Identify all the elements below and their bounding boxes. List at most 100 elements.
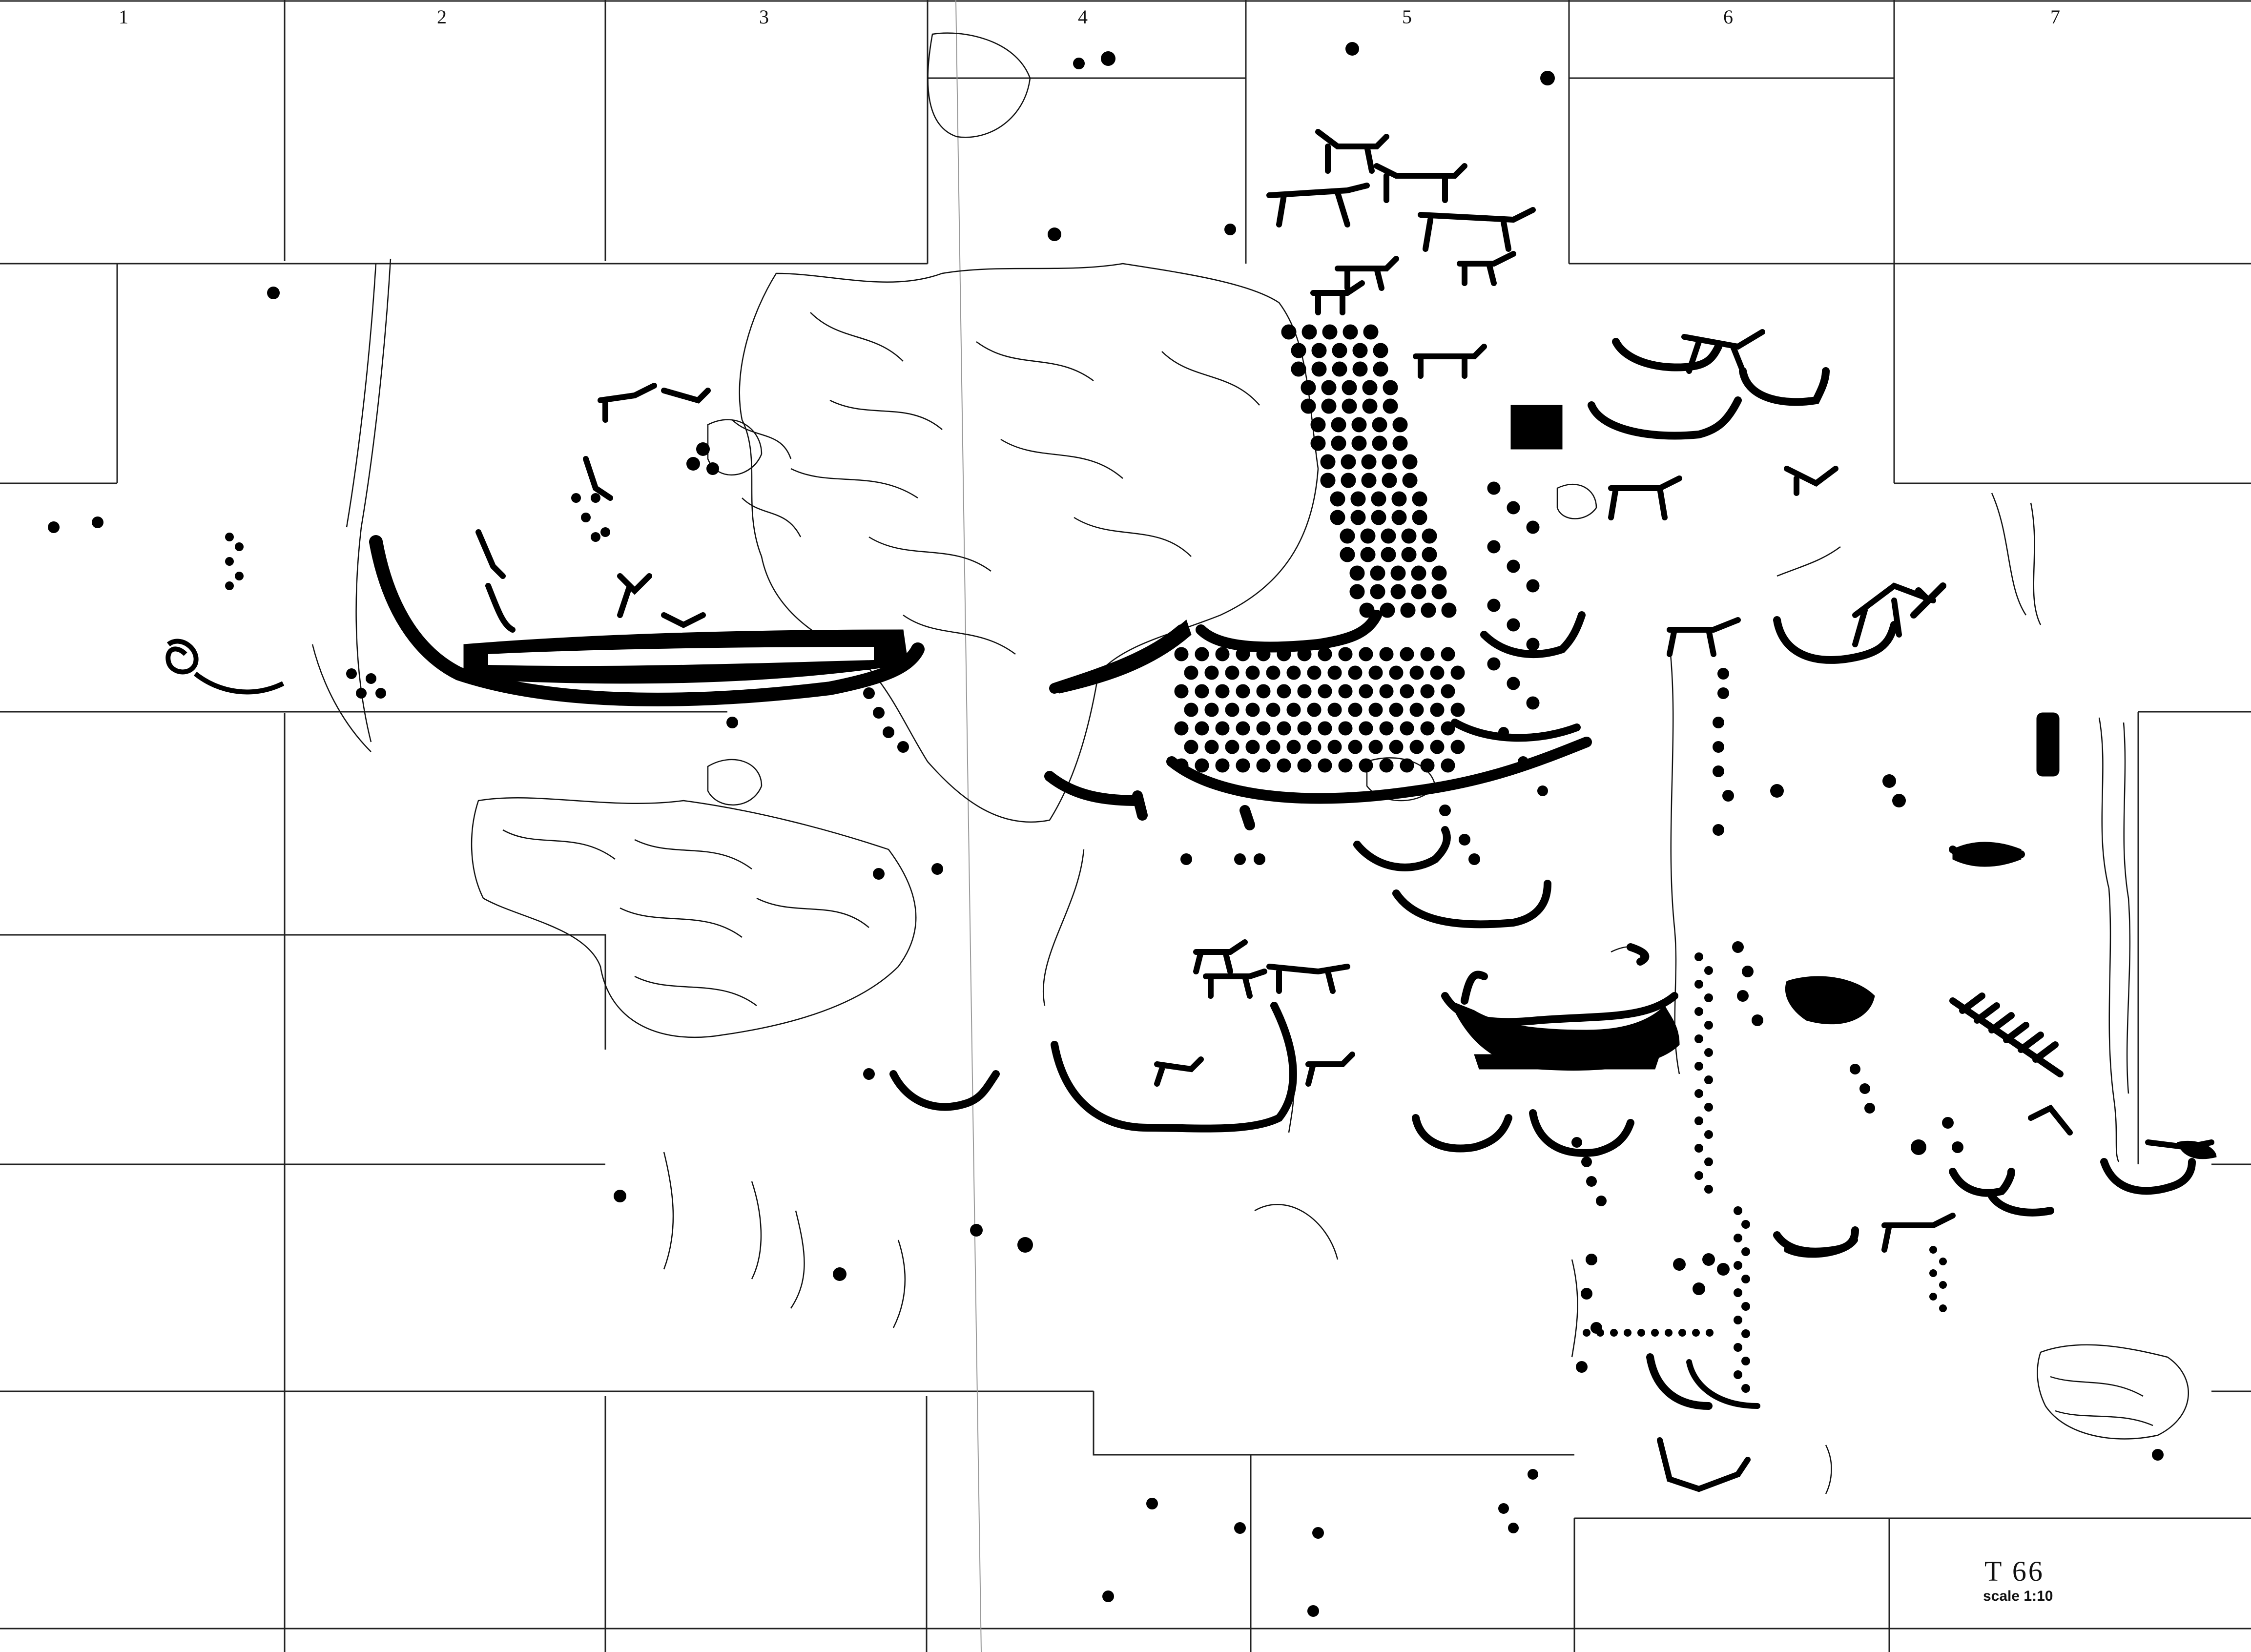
cupmark bbox=[1254, 853, 1265, 865]
cupmark bbox=[1195, 647, 1209, 661]
cupmark bbox=[1694, 1007, 1703, 1016]
cupmark bbox=[1581, 1288, 1592, 1300]
cupmark bbox=[1422, 547, 1437, 562]
cupmark bbox=[1704, 1157, 1713, 1166]
cupmark bbox=[1332, 361, 1347, 377]
cupmark bbox=[1350, 491, 1366, 507]
cupmark bbox=[1468, 853, 1480, 865]
cupmark bbox=[1330, 510, 1345, 525]
cupmark bbox=[1430, 740, 1445, 754]
cupmark bbox=[1734, 1288, 1742, 1297]
cupmark bbox=[1381, 547, 1396, 562]
cupmark bbox=[1420, 721, 1435, 736]
cupmark bbox=[1320, 473, 1336, 488]
cupmark bbox=[1734, 1316, 1742, 1324]
cupmark bbox=[1409, 665, 1424, 680]
cupmark bbox=[1391, 491, 1407, 507]
cupmark bbox=[1400, 602, 1416, 618]
cupmark bbox=[1245, 665, 1260, 680]
cupmark bbox=[1651, 1329, 1659, 1337]
cupmark bbox=[1420, 647, 1435, 661]
cupmark bbox=[1338, 684, 1353, 699]
cupmark bbox=[1370, 584, 1385, 599]
deer-group-top bbox=[475, 129, 2214, 1492]
cupmark bbox=[1311, 343, 1327, 358]
cupmark bbox=[1180, 853, 1192, 865]
cupmark bbox=[1713, 824, 1724, 836]
cupmark bbox=[1704, 1185, 1713, 1194]
cupmark bbox=[1320, 454, 1336, 470]
cupmark bbox=[863, 687, 875, 699]
cupmark-field bbox=[1174, 324, 1540, 773]
cupmark bbox=[1732, 941, 1744, 953]
cupmark bbox=[1370, 565, 1385, 581]
cupmark bbox=[1892, 794, 1906, 807]
cupmark bbox=[897, 741, 909, 753]
ship-small-right bbox=[1952, 842, 2022, 867]
cupmark bbox=[1704, 966, 1713, 975]
cupmark bbox=[1286, 702, 1301, 717]
cupmark bbox=[48, 521, 60, 533]
cupmark bbox=[1224, 224, 1236, 235]
cupmark bbox=[1184, 702, 1198, 717]
cupmark bbox=[1717, 1263, 1730, 1276]
cupmark bbox=[1266, 665, 1280, 680]
cupmark bbox=[1441, 758, 1455, 773]
cupmark bbox=[1327, 740, 1342, 754]
cupmark bbox=[1195, 758, 1209, 773]
cupmark bbox=[1929, 1269, 1937, 1277]
cupmark bbox=[1301, 324, 1317, 340]
cupmark bbox=[1391, 510, 1407, 525]
cupmark bbox=[1734, 1343, 1742, 1352]
cupmark bbox=[1713, 741, 1724, 753]
cupmark bbox=[1379, 758, 1394, 773]
cupmark bbox=[1665, 1329, 1673, 1337]
cupmark bbox=[1624, 1329, 1631, 1337]
cupmark bbox=[1706, 1329, 1714, 1337]
cupmark bbox=[1225, 665, 1239, 680]
cupmark bbox=[1929, 1293, 1937, 1301]
cupmark bbox=[1321, 380, 1337, 395]
cupmark bbox=[1297, 721, 1312, 736]
cupmark bbox=[873, 868, 885, 880]
cupmark bbox=[2152, 1449, 2164, 1461]
cupmark bbox=[1348, 702, 1363, 717]
cupmark bbox=[1441, 647, 1455, 661]
cupmark bbox=[873, 707, 885, 719]
cupmark bbox=[1349, 565, 1365, 581]
carvings bbox=[369, 129, 2217, 1492]
cupmark bbox=[1348, 740, 1363, 754]
cupmark bbox=[1383, 398, 1398, 414]
cupmark bbox=[1911, 1139, 1926, 1155]
cupmark bbox=[1048, 227, 1061, 241]
cupmark bbox=[1101, 51, 1115, 66]
cupmark bbox=[1581, 1156, 1592, 1167]
cupmark bbox=[1694, 980, 1703, 989]
cupmark bbox=[366, 673, 376, 684]
cupmark bbox=[1341, 454, 1356, 470]
cupmark bbox=[1450, 665, 1465, 680]
cupmark bbox=[1409, 702, 1424, 717]
cupmark bbox=[1540, 71, 1555, 85]
cupmark bbox=[1225, 702, 1239, 717]
cupmark bbox=[1430, 665, 1445, 680]
scattered-cupmarks bbox=[48, 42, 2164, 1617]
cupmark bbox=[1704, 1103, 1713, 1112]
cupmark bbox=[1256, 684, 1271, 699]
rock-surface-texture bbox=[311, 32, 2189, 1494]
cupmark bbox=[1392, 435, 1408, 451]
cupmark bbox=[1330, 491, 1345, 507]
cupmark bbox=[1459, 834, 1470, 846]
cupmark bbox=[1342, 324, 1358, 340]
cupmark bbox=[1361, 473, 1377, 488]
cupmark bbox=[1596, 1196, 1607, 1206]
column-number: 7 bbox=[2050, 6, 2060, 28]
cupmark bbox=[1291, 361, 1306, 377]
cupmark bbox=[1722, 790, 1734, 802]
cupmark bbox=[1741, 1275, 1750, 1283]
cupmark bbox=[1322, 324, 1338, 340]
cupmark bbox=[1734, 1261, 1742, 1270]
cupmark bbox=[1694, 952, 1703, 961]
cupmark bbox=[1420, 758, 1435, 773]
cupmark bbox=[1234, 1522, 1246, 1534]
